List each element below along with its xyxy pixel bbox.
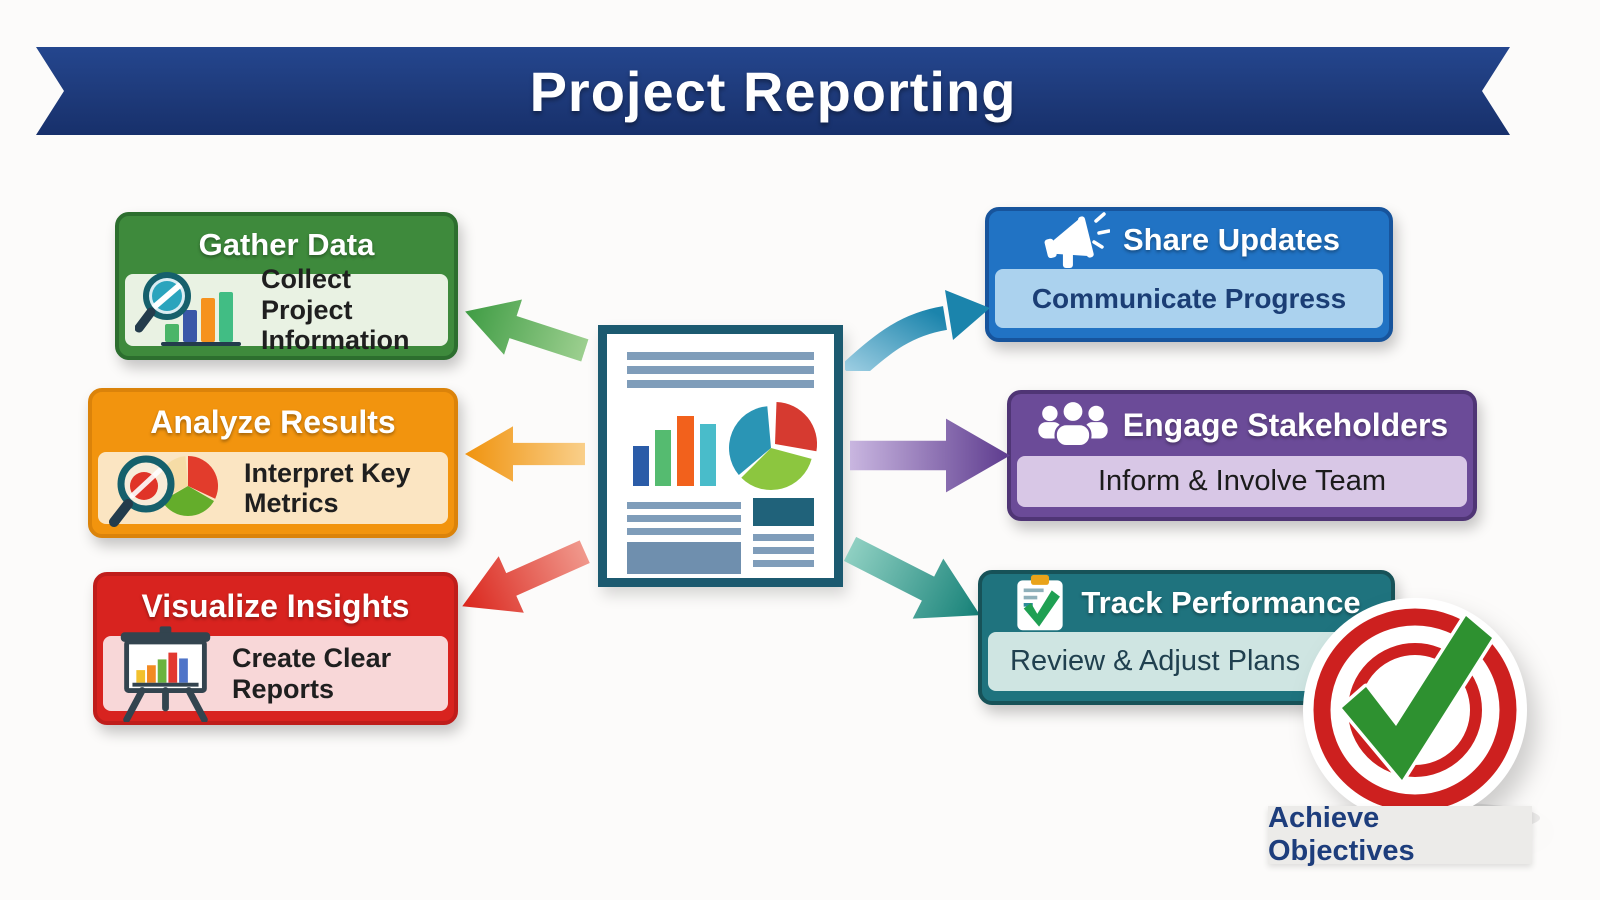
- target-checkmark-icon: [1303, 598, 1540, 834]
- title-ribbon: Project Reporting: [36, 47, 1510, 135]
- analyze-results-title: Analyze Results: [150, 403, 396, 440]
- step-box-visualize-insights: Visualize Insights Create Clear Reports: [93, 572, 458, 725]
- visualize-insights-title: Visualize Insights: [141, 587, 410, 624]
- gather-data-title: Gather Data: [198, 227, 375, 262]
- track-performance-title: Track Performance: [1081, 585, 1361, 620]
- megaphone-icon: [1044, 212, 1110, 268]
- step-box-engage-stakeholders: Engage Stakeholders Inform & Involve Tea…: [1007, 390, 1477, 521]
- track-performance-subtitle: Review & Adjust Plans: [1010, 645, 1301, 678]
- page-title: Project Reporting: [529, 59, 1017, 123]
- arrow-to-engage-stakeholders: [850, 418, 1010, 493]
- report-document-content: [627, 352, 818, 574]
- arrow-to-gather-data: [465, 299, 589, 362]
- analyze-results-subtitle: Interpret Key Metrics: [244, 457, 411, 519]
- step-box-analyze-results: Analyze Results Interpret Key Metrics: [88, 388, 458, 538]
- arrow-to-visualize-insights: [462, 540, 590, 613]
- arrow-to-share-updates: [845, 290, 990, 371]
- step-box-track-performance: Track Performance Review & Adjust Plans: [978, 570, 1395, 705]
- share-updates-subtitle: Communicate Progress: [1031, 282, 1347, 314]
- share-updates-title: Share Updates: [1122, 222, 1341, 257]
- achieve-objectives-label: Achieve Objectives: [1268, 802, 1532, 867]
- magnifier-pie-chart-icon: [109, 455, 219, 527]
- clipboard-check-icon: [1017, 574, 1064, 631]
- visualize-insights-subtitle: Create Clear Reports: [232, 643, 392, 704]
- step-box-gather-data: Gather Data Collect Project Information: [115, 212, 458, 360]
- step-box-share-updates: Share Updates Communicate Progress: [985, 207, 1393, 342]
- gather-data-subtitle: Collect Project Information: [261, 264, 410, 356]
- report-document-icon: [598, 325, 843, 587]
- presentation-chart-icon: [120, 625, 211, 722]
- achieve-objectives-text: Achieve Objectives: [1268, 802, 1415, 867]
- people-icon: [1038, 399, 1108, 448]
- engage-stakeholders-title: Engage Stakeholders: [1122, 406, 1449, 443]
- arrow-to-track-performance: [843, 536, 981, 619]
- magnifier-bar-chart-icon: [135, 272, 241, 346]
- engage-stakeholders-subtitle: Inform & Involve Team: [1098, 465, 1386, 498]
- arrow-to-analyze-results: [465, 426, 585, 482]
